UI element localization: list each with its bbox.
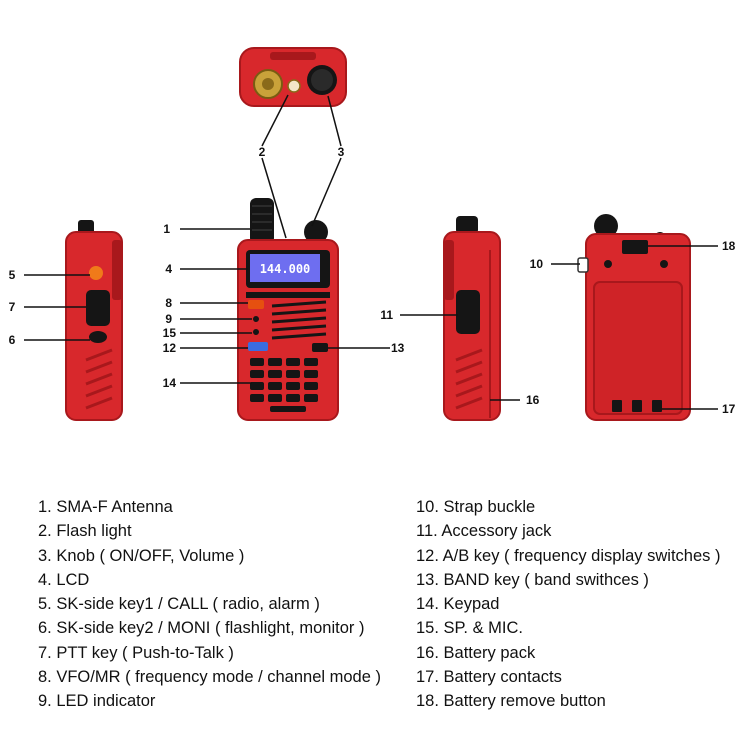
callout-17: 17 bbox=[722, 402, 736, 416]
callout-11: 11 bbox=[380, 308, 393, 322]
side-key2-icon bbox=[89, 331, 107, 343]
legend-item: 11. Accessory jack bbox=[416, 522, 552, 541]
radio-diagram: 144.000 bbox=[9, 47, 736, 421]
callout-15: 15 bbox=[163, 326, 177, 340]
band-key-icon bbox=[312, 343, 328, 352]
volume-knob-icon bbox=[307, 65, 337, 95]
ab-key-icon bbox=[248, 342, 268, 351]
callout-14: 14 bbox=[163, 376, 177, 390]
radio-front-view: 144.000 bbox=[237, 198, 339, 421]
callout-1: 1 bbox=[163, 222, 170, 236]
callout-7: 7 bbox=[9, 300, 16, 314]
legend-item: 3. Knob ( ON/OFF, Volume ) bbox=[38, 546, 245, 565]
front-knob-icon bbox=[304, 220, 328, 244]
callout-12: 12 bbox=[163, 341, 177, 355]
legend-item: 18. Battery remove button bbox=[416, 692, 606, 711]
side-grip-ridges bbox=[85, 348, 113, 410]
callout-6: 6 bbox=[9, 333, 16, 347]
radio-top-view bbox=[239, 47, 347, 107]
legend-item: 2. Flash light bbox=[38, 522, 132, 541]
legend-item: 5. SK-side key1 / CALL ( radio, alarm ) bbox=[38, 595, 320, 614]
led-indicator-icon bbox=[253, 316, 259, 322]
legend-item: 8. VFO/MR ( frequency mode / channel mod… bbox=[38, 668, 381, 687]
battery-pack bbox=[593, 281, 683, 415]
callout-16: 16 bbox=[526, 393, 540, 407]
callout-18: 18 bbox=[722, 239, 736, 253]
legend-item: 10. Strap buckle bbox=[416, 498, 536, 516]
callout-13: 13 bbox=[391, 341, 405, 355]
accessory-jack-icon bbox=[456, 290, 480, 334]
vfo-mr-key-icon bbox=[248, 300, 264, 309]
battery-contacts-icon bbox=[612, 400, 662, 412]
legend-item: 4. LCD bbox=[38, 570, 90, 589]
battery-grip-ridges bbox=[455, 348, 483, 410]
ptt-key-icon bbox=[86, 290, 110, 326]
callout-9: 9 bbox=[165, 312, 172, 326]
strap-buckle-icon bbox=[577, 257, 589, 273]
legend-item: 17. Battery contacts bbox=[416, 668, 562, 687]
radio-left-side-view bbox=[65, 220, 123, 421]
flashlight-lens-icon bbox=[287, 79, 301, 93]
legend-item: 6. SK-side key2 / MONI ( flashlight, mon… bbox=[38, 619, 365, 638]
lcd-screen bbox=[250, 254, 320, 282]
legend-item: 7. PTT key ( Push-to-Talk ) bbox=[38, 643, 234, 662]
speaker-grille bbox=[271, 300, 327, 340]
callout-10: 10 bbox=[530, 257, 544, 271]
side-key1-icon bbox=[89, 266, 103, 280]
radio-back-view bbox=[577, 214, 691, 421]
callout-4: 4 bbox=[165, 262, 172, 276]
lcd-display-text: 144.000 bbox=[260, 262, 311, 276]
callout-numbers: 1 2 3 4 5 6 7 8 9 10 11 12 13 14 15 16 1… bbox=[9, 145, 736, 416]
callout-2: 2 bbox=[259, 145, 266, 159]
radio-right-side-view bbox=[443, 216, 501, 421]
callout-8: 8 bbox=[165, 296, 172, 310]
antenna-connector-icon bbox=[253, 69, 283, 99]
legend-item: 13. BAND key ( band swithces ) bbox=[416, 570, 649, 589]
battery-release-button-icon bbox=[622, 240, 648, 254]
legend-right-column: 10. Strap buckle 11. Accessory jack 12. … bbox=[416, 495, 720, 714]
legend-item: 16. Battery pack bbox=[416, 643, 536, 662]
leader-lines bbox=[24, 94, 718, 410]
mic-icon bbox=[253, 329, 259, 335]
callout-5: 5 bbox=[9, 268, 16, 282]
antenna-icon bbox=[250, 198, 274, 244]
legend-item: 1. SMA-F Antenna bbox=[38, 498, 173, 516]
legend-item: 9. LED indicator bbox=[38, 692, 156, 711]
keypad bbox=[250, 358, 318, 412]
legend-item: 15. SP. & MIC. bbox=[416, 619, 523, 638]
legend-left-column: 1. SMA-F Antenna 2. Flash light 3. Knob … bbox=[38, 495, 381, 714]
callout-3: 3 bbox=[338, 145, 345, 159]
legend-item: 14. Keypad bbox=[416, 595, 500, 614]
legend-item: 12. A/B key ( frequency display switches… bbox=[416, 546, 721, 565]
